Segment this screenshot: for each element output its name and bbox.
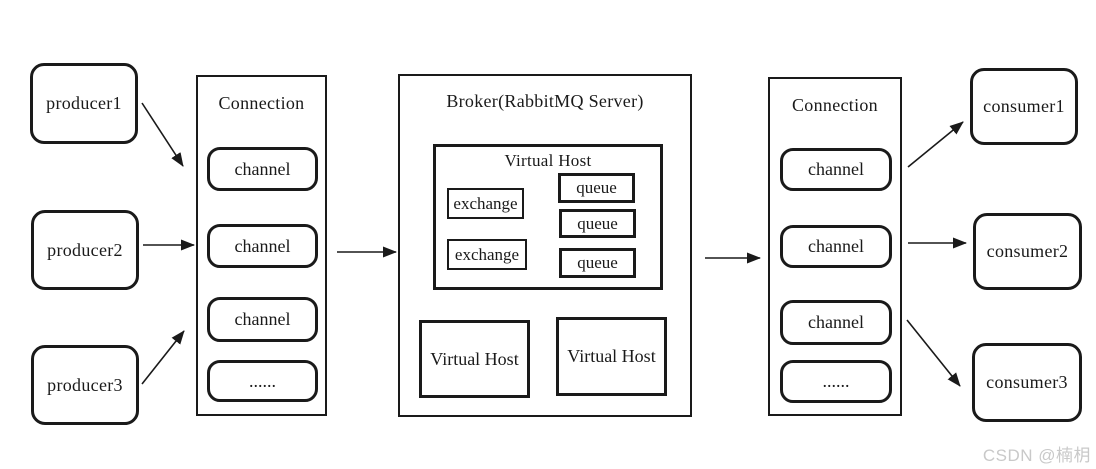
virtual-host-2-box: Virtual Host — [419, 320, 530, 398]
consumer3-node: consumer3 — [972, 343, 1082, 422]
virtual-host-3-label: Virtual Host — [567, 346, 656, 366]
arrow-producer1-to-connection — [141, 102, 184, 167]
consumer2-node: consumer2 — [973, 213, 1082, 290]
channel-node: channel — [207, 224, 318, 268]
left-connection-title: Connection — [218, 93, 305, 113]
channel-ellipsis-node: ...... — [780, 360, 892, 403]
producer2-label: producer2 — [47, 239, 123, 260]
arrow-producer3-to-connection — [141, 330, 185, 385]
channel-label: channel — [808, 312, 864, 332]
exchange1-label: exchange — [453, 193, 518, 213]
exchange1-node: exchange — [447, 188, 524, 219]
channel-label: channel — [808, 236, 864, 256]
channel-node: channel — [780, 148, 892, 191]
right-connection-box: Connection channel channel channel .....… — [768, 77, 902, 416]
right-connection-title: Connection — [792, 95, 878, 115]
producer3-node: producer3 — [31, 345, 139, 425]
broker-title: Broker(RabbitMQ Server) — [446, 91, 644, 111]
channel-label: channel — [234, 158, 291, 179]
producer1-node: producer1 — [30, 63, 138, 144]
consumer3-label: consumer3 — [986, 372, 1068, 392]
channel-label: channel — [234, 309, 291, 329]
arrow-channel-to-consumer1 — [907, 121, 964, 168]
channel-ellipsis-label: ...... — [249, 370, 276, 391]
exchange2-label: exchange — [454, 244, 520, 264]
channel-node: channel — [780, 300, 892, 345]
virtual-host-2-label: Virtual Host — [430, 348, 519, 369]
consumer2-label: consumer2 — [986, 241, 1069, 261]
virtual-host-3-box: Virtual Host — [556, 317, 667, 396]
queue3-label: queue — [577, 253, 618, 272]
producer3-label: producer3 — [47, 374, 123, 395]
queue2-label: queue — [577, 213, 618, 233]
channel-node: channel — [207, 297, 318, 342]
virtual-host-box: Virtual Host exchange exchange queue que… — [433, 144, 663, 290]
channel-node: channel — [207, 147, 318, 191]
left-connection-box: Connection channel channel channel .....… — [196, 75, 327, 416]
consumer1-label: consumer1 — [983, 96, 1065, 116]
exchange2-node: exchange — [447, 239, 527, 270]
virtual-host-title: Virtual Host — [504, 151, 592, 170]
consumer1-node: consumer1 — [970, 68, 1078, 145]
queue1-node: queue — [558, 173, 635, 203]
broker-box: Broker(RabbitMQ Server) Virtual Host exc… — [398, 74, 692, 417]
channel-label: channel — [808, 159, 864, 179]
producer1-label: producer1 — [46, 93, 122, 113]
queue1-label: queue — [576, 178, 617, 197]
channel-ellipsis-node: ...... — [207, 360, 318, 402]
csdn-watermark: CSDN @楠枂 — [982, 446, 1091, 465]
channel-ellipsis-label: ...... — [822, 371, 850, 391]
queue2-node: queue — [559, 209, 636, 238]
arrow-channel-to-consumer3 — [906, 319, 961, 387]
channel-label: channel — [234, 235, 291, 256]
queue3-node: queue — [559, 248, 636, 278]
producer2-node: producer2 — [31, 210, 139, 290]
channel-node: channel — [780, 225, 892, 268]
